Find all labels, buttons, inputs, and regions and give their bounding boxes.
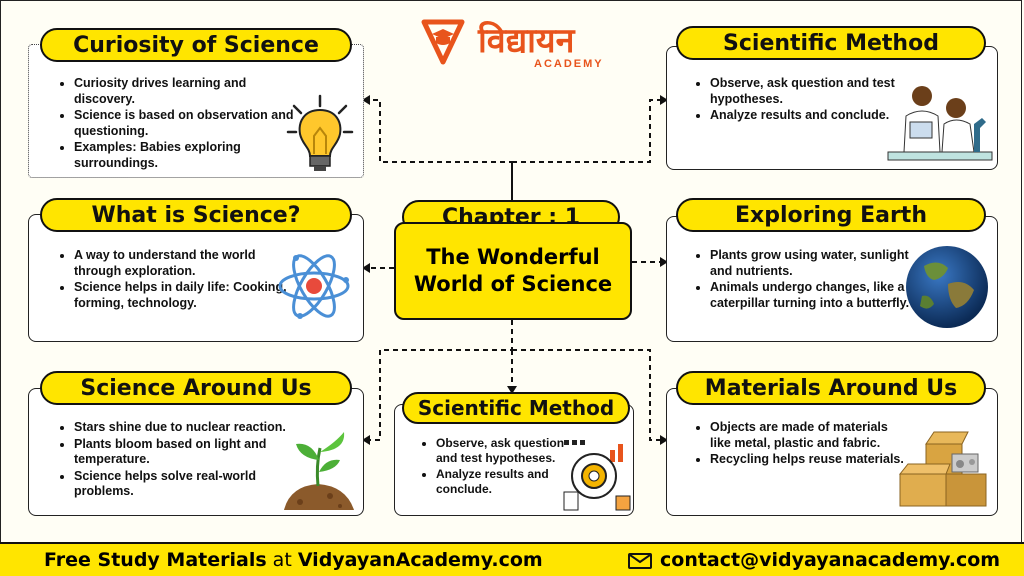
list-item: A way to understand the world through ex…	[74, 248, 296, 279]
list-item: Observe, ask question and test hypothese…	[710, 76, 900, 107]
card-method-mid-title: Scientific Method	[402, 392, 630, 424]
footer-left-label: Free Study Materials	[44, 549, 267, 571]
list-item: Analyze results and conclude.	[710, 108, 900, 124]
connector-method-top	[512, 99, 664, 163]
card-curiosity	[28, 44, 364, 178]
center-title: The Wonderful World of Science	[394, 222, 632, 320]
card-materials-points: Objects are made of materials like metal…	[694, 420, 910, 469]
footer-site-link[interactable]: VidyayanAcademy.com	[297, 549, 543, 571]
footer-at: at	[266, 549, 298, 571]
center-title-line2: World of Science	[413, 272, 613, 296]
list-item: Science is based on observation and ques…	[74, 108, 302, 139]
list-item: Science helps in daily life: Cooking, fo…	[74, 280, 296, 311]
footer-left: Free Study Materials at VidyayanAcademy.…	[44, 549, 543, 571]
list-item: Animals undergo changes, like a caterpil…	[710, 280, 920, 311]
footer-bar: Free Study Materials at VidyayanAcademy.…	[0, 542, 1024, 576]
earth-icon	[906, 246, 988, 328]
list-item: Science helps solve real-world problems.	[74, 469, 306, 500]
logo-text: विद्यायन	[478, 21, 575, 61]
card-earth-title: Exploring Earth	[676, 198, 986, 232]
center-title-line1: The Wonderful	[426, 245, 600, 269]
connector-materials	[512, 349, 664, 441]
card-what-points: A way to understand the world through ex…	[58, 248, 296, 312]
card-around-title: Science Around Us	[40, 371, 352, 405]
list-item: Plants bloom based on light and temperat…	[74, 437, 306, 468]
card-curiosity-title: Curiosity of Science	[40, 28, 352, 62]
card-earth-points: Plants grow using water, sunlight and nu…	[694, 248, 920, 312]
boxes-icon	[898, 431, 987, 507]
card-method-top-title: Scientific Method	[676, 26, 986, 60]
list-item: Objects are made of materials like metal…	[710, 420, 910, 451]
logo-icon	[421, 19, 465, 65]
logo-subtitle: ACADEMY	[534, 58, 604, 70]
plant-icon	[284, 432, 354, 510]
mail-icon	[628, 553, 652, 569]
footer-email-link[interactable]: contact@vidyayanacademy.com	[660, 549, 1001, 571]
connector-curiosity	[366, 99, 513, 200]
card-curiosity-points: Curiosity drives learning and discovery.…	[58, 76, 302, 172]
scientists-icon	[887, 86, 993, 161]
list-item: Observe, ask question and test hypothese…	[436, 436, 580, 466]
atom-icon	[278, 254, 350, 319]
card-what-title: What is Science?	[40, 198, 352, 232]
list-item: Examples: Babies exploring surroundings.	[74, 140, 302, 171]
list-item: Analyze results and conclude.	[436, 467, 580, 497]
lightbulb-icon	[286, 94, 354, 171]
card-method-mid-points: Observe, ask question and test hypothese…	[420, 436, 580, 498]
list-item: Curiosity drives learning and discovery.	[74, 76, 302, 107]
process-gear-icon	[563, 440, 631, 511]
connector-around	[366, 320, 513, 441]
card-around-points: Stars shine due to nuclear reaction. Pla…	[58, 420, 306, 501]
list-item: Plants grow using water, sunlight and nu…	[710, 248, 920, 279]
list-item: Recycling helps reuse materials.	[710, 452, 910, 468]
card-materials-title: Materials Around Us	[676, 371, 986, 405]
list-item: Stars shine due to nuclear reaction.	[74, 420, 306, 436]
card-method-top-points: Observe, ask question and test hypothese…	[694, 76, 900, 125]
